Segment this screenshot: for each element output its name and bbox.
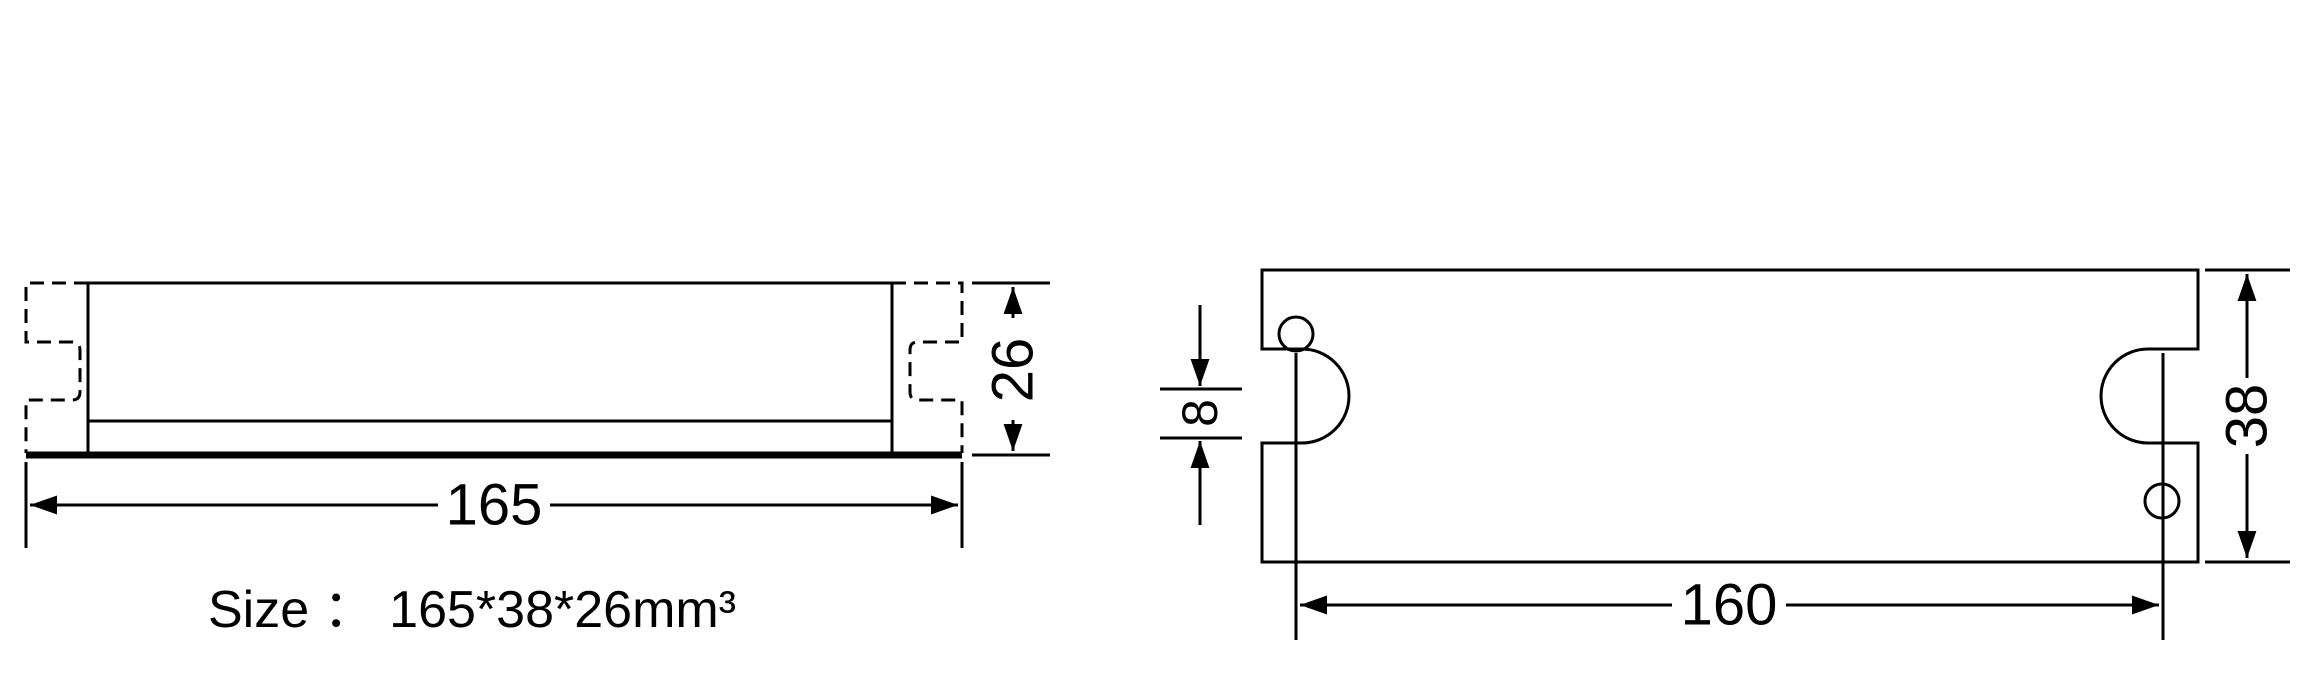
dimension-38: 38 (2215, 274, 2280, 558)
dimension-160: 160 (1300, 573, 2159, 638)
side-view-height-label: 26 (981, 338, 1046, 403)
side-view (24, 281, 1050, 548)
top-view-length-label: 160 (1681, 573, 1778, 638)
side-view-body (86, 281, 894, 455)
top-view-outline (1260, 268, 2200, 564)
top-view-width-label: 38 (2215, 384, 2280, 449)
side-view-length-label: 165 (446, 473, 543, 538)
slot-width-label: 8 (1172, 399, 1228, 427)
right-mounting-tab-dashed (892, 281, 964, 453)
left-mounting-hole (1277, 315, 1315, 353)
size-caption-separator: ： (323, 581, 376, 639)
dimension-26: 26 (981, 287, 1046, 451)
dimension-165: 165 (30, 473, 958, 538)
dimension-8: 8 (1172, 305, 1228, 525)
size-caption: Size：165*38*26mm³ (208, 584, 736, 636)
size-caption-prefix: Size (208, 581, 310, 639)
top-view (1160, 268, 2290, 640)
left-mounting-tab-dashed (24, 281, 88, 453)
size-caption-value: 165*38*26mm³ (389, 581, 737, 639)
